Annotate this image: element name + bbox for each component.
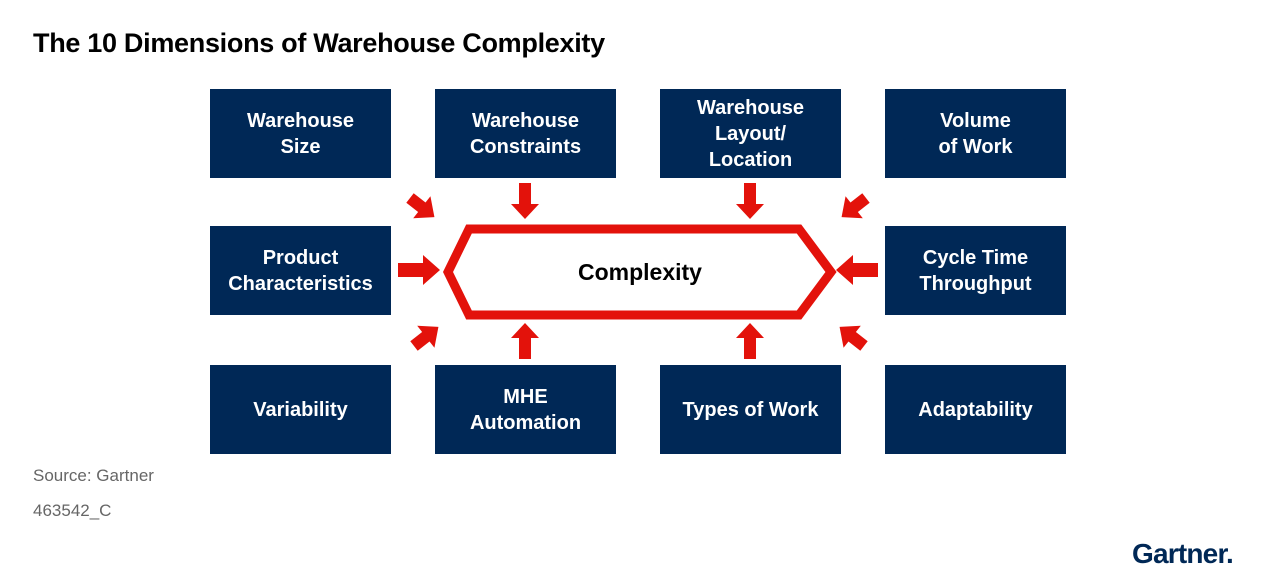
complexity-hexagon <box>442 224 837 320</box>
adaptability-box: Adaptability <box>885 365 1066 454</box>
arrow-mhe-automation <box>511 323 539 359</box>
variability-box: Variability <box>210 365 391 454</box>
arrow-warehouse-layout <box>736 183 764 219</box>
gartner-logo: Gartner. <box>1132 538 1234 569</box>
document-id: 463542_C <box>33 501 112 520</box>
arrow-warehouse-constraints <box>511 183 539 219</box>
warehouse-size-box: Warehouse Size <box>210 89 391 178</box>
arrow-adaptability <box>839 325 868 351</box>
arrow-types-of-work <box>736 323 764 359</box>
arrow-volume-of-work <box>841 193 870 219</box>
source-note: Source: Gartner <box>33 466 154 485</box>
warehouse-constraints-box: Warehouse Constraints <box>435 89 616 178</box>
arrow-variability <box>410 325 439 351</box>
page-title: The 10 Dimensions of Warehouse Complexit… <box>33 28 605 58</box>
cycle-time-box: Cycle Time Throughput <box>885 226 1066 315</box>
complexity-label: Complexity <box>578 258 702 285</box>
volume-of-work-box: Volume of Work <box>885 89 1066 178</box>
types-of-work-box: Types of Work <box>660 365 841 454</box>
warehouse-layout-box: Warehouse Layout/ Location <box>660 89 841 178</box>
arrow-cycle-time <box>836 255 878 285</box>
mhe-automation-box: MHE Automation <box>435 365 616 454</box>
arrow-product-characteristics <box>398 255 440 285</box>
product-characteristics-box: Product Characteristics <box>210 226 391 315</box>
arrow-warehouse-size <box>406 193 435 219</box>
